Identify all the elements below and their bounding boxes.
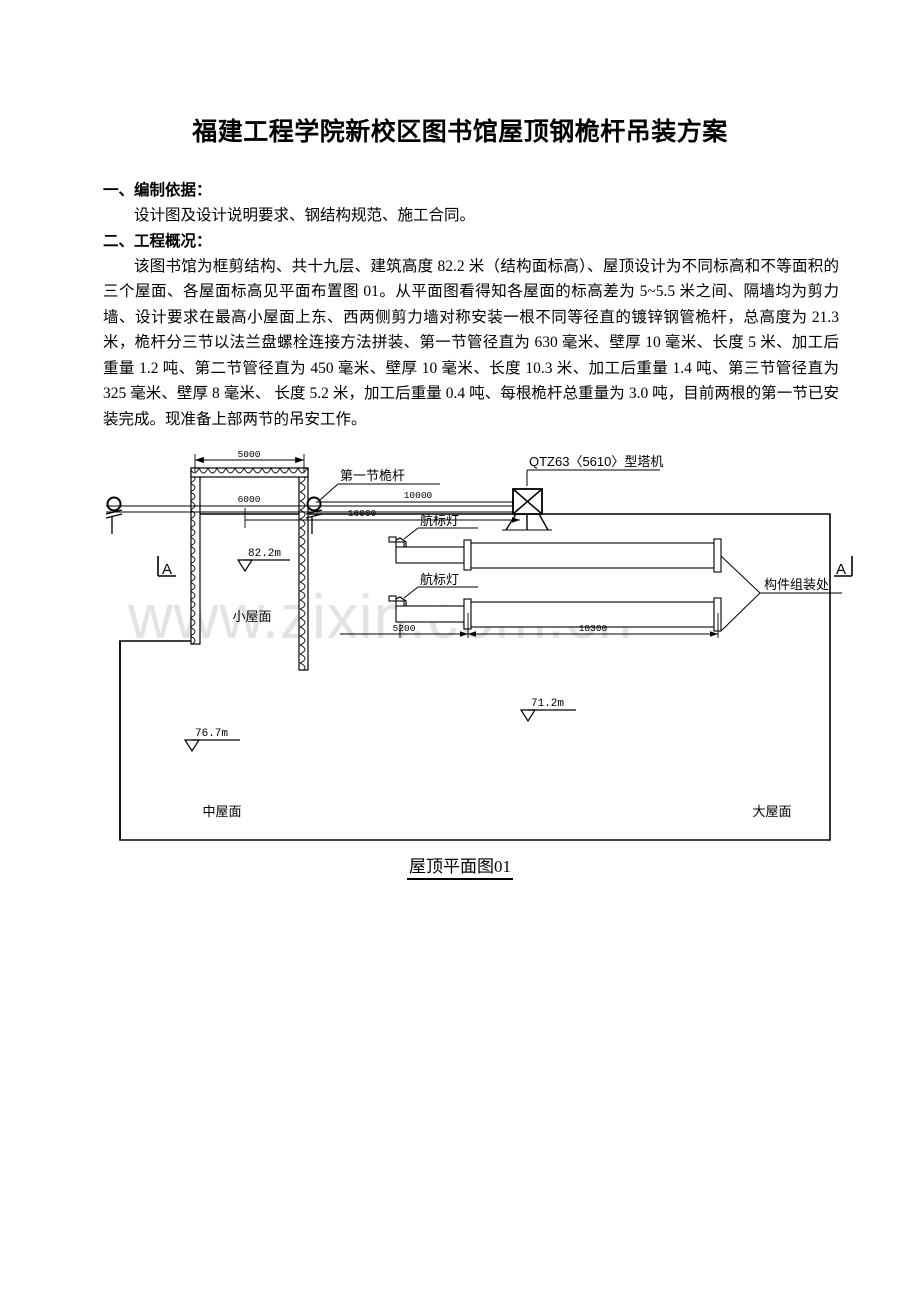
elevation-value-large: 71.2m	[531, 698, 564, 710]
label-first-section-mast: 第一节桅杆	[340, 468, 405, 483]
elevation-value-middle: 76.7m	[195, 728, 228, 740]
figure-caption-text: 屋顶平面图01	[407, 857, 513, 880]
mast-base-right-legs	[305, 509, 323, 534]
shear-wall-left	[190, 467, 201, 645]
tower-crane-cross	[512, 488, 543, 515]
section-body-2: 该图书馆为框剪结构、共十九层、建筑高度 82.2 米（结构面标高）、屋顶设计为不…	[103, 257, 839, 428]
label-large-roof: 大屋面	[752, 804, 791, 819]
shear-wall-top	[190, 467, 309, 478]
dim-label-crane-reach: 10000	[404, 490, 433, 501]
elevation-mark-small-roof: 82.2m	[236, 548, 290, 573]
mast-assembly-upper: 航标灯	[388, 513, 722, 573]
leader-first-section-mast	[319, 483, 339, 501]
mast-flange-end-upper	[713, 538, 722, 573]
beacon-light-lower	[388, 595, 397, 602]
elevation-mark-large-roof: 71.2m	[519, 698, 576, 723]
roof-plan-drawing: www.zixin.com.cn 5000 6000	[100, 438, 860, 858]
mast-segment-thin-lower	[395, 605, 465, 623]
section-marker-left-label: A	[162, 561, 172, 578]
section-heading-1: 一、编制依据：	[103, 182, 212, 199]
section-marker-left: A	[157, 556, 176, 578]
elevation-value-small: 82.2m	[248, 548, 281, 560]
dim-label-inner-width: 6000	[238, 494, 261, 505]
tower-crane-legs	[505, 513, 549, 531]
leader-beacon-light-lower	[403, 586, 419, 599]
elevation-triangle-small	[236, 559, 254, 573]
figure-caption: 屋顶平面图01	[0, 852, 920, 880]
mast-assembly-lower: 航标灯	[388, 572, 722, 632]
shear-wall-right	[298, 467, 309, 671]
page-title: 福建工程学院新校区图书馆屋顶钢桅杆吊装方案	[192, 119, 728, 146]
mast-segment-thick-upper	[470, 542, 715, 569]
section-body-1: 设计图及设计说明要求、钢结构规范、施工合同。	[134, 207, 476, 224]
beacon-light-upper	[388, 536, 397, 543]
mast-base-left-legs	[105, 509, 123, 534]
elevation-mark-middle-roof: 76.7m	[183, 728, 240, 753]
dim-label-overall-reach: 16000	[348, 508, 377, 519]
label-middle-roof: 中屋面	[202, 804, 241, 819]
dim-label-5200: 5200	[393, 623, 416, 634]
elevation-triangle-middle	[183, 739, 201, 753]
mast-segment-thin-upper	[395, 546, 465, 564]
mast-base-right	[306, 496, 322, 512]
mast-flange-mid-lower	[463, 598, 472, 630]
roof-plan-svg: www.zixin.com.cn 5000 6000	[105, 449, 853, 841]
dim-label-10300: 10300	[579, 623, 608, 634]
label-small-roof: 小屋面	[232, 609, 271, 624]
leader-beacon-light-upper	[403, 527, 419, 540]
label-beacon-light-lower: 航标灯	[420, 572, 459, 587]
mast-base-left	[106, 496, 122, 512]
section-marker-right: A	[834, 556, 853, 578]
label-tower-crane: QTZ63〈5610〉型塔机	[529, 454, 663, 469]
mast-flange-end-lower	[713, 597, 722, 632]
section-heading-2: 二、工程概况：	[103, 232, 212, 250]
label-beacon-light-upper: 航标灯	[420, 513, 459, 528]
elevation-triangle-large	[519, 709, 537, 723]
dim-label-top-width: 5000	[238, 449, 261, 460]
leader-assembly-point	[720, 555, 761, 632]
label-assembly-point: 构件组装处	[764, 577, 829, 592]
section-marker-right-label: A	[836, 561, 846, 578]
mast-flange-mid-upper	[463, 539, 472, 571]
document-body: 一、编制依据： 设计图及设计说明要求、钢结构规范、施工合同。 二、工程概况： 该…	[103, 178, 839, 432]
